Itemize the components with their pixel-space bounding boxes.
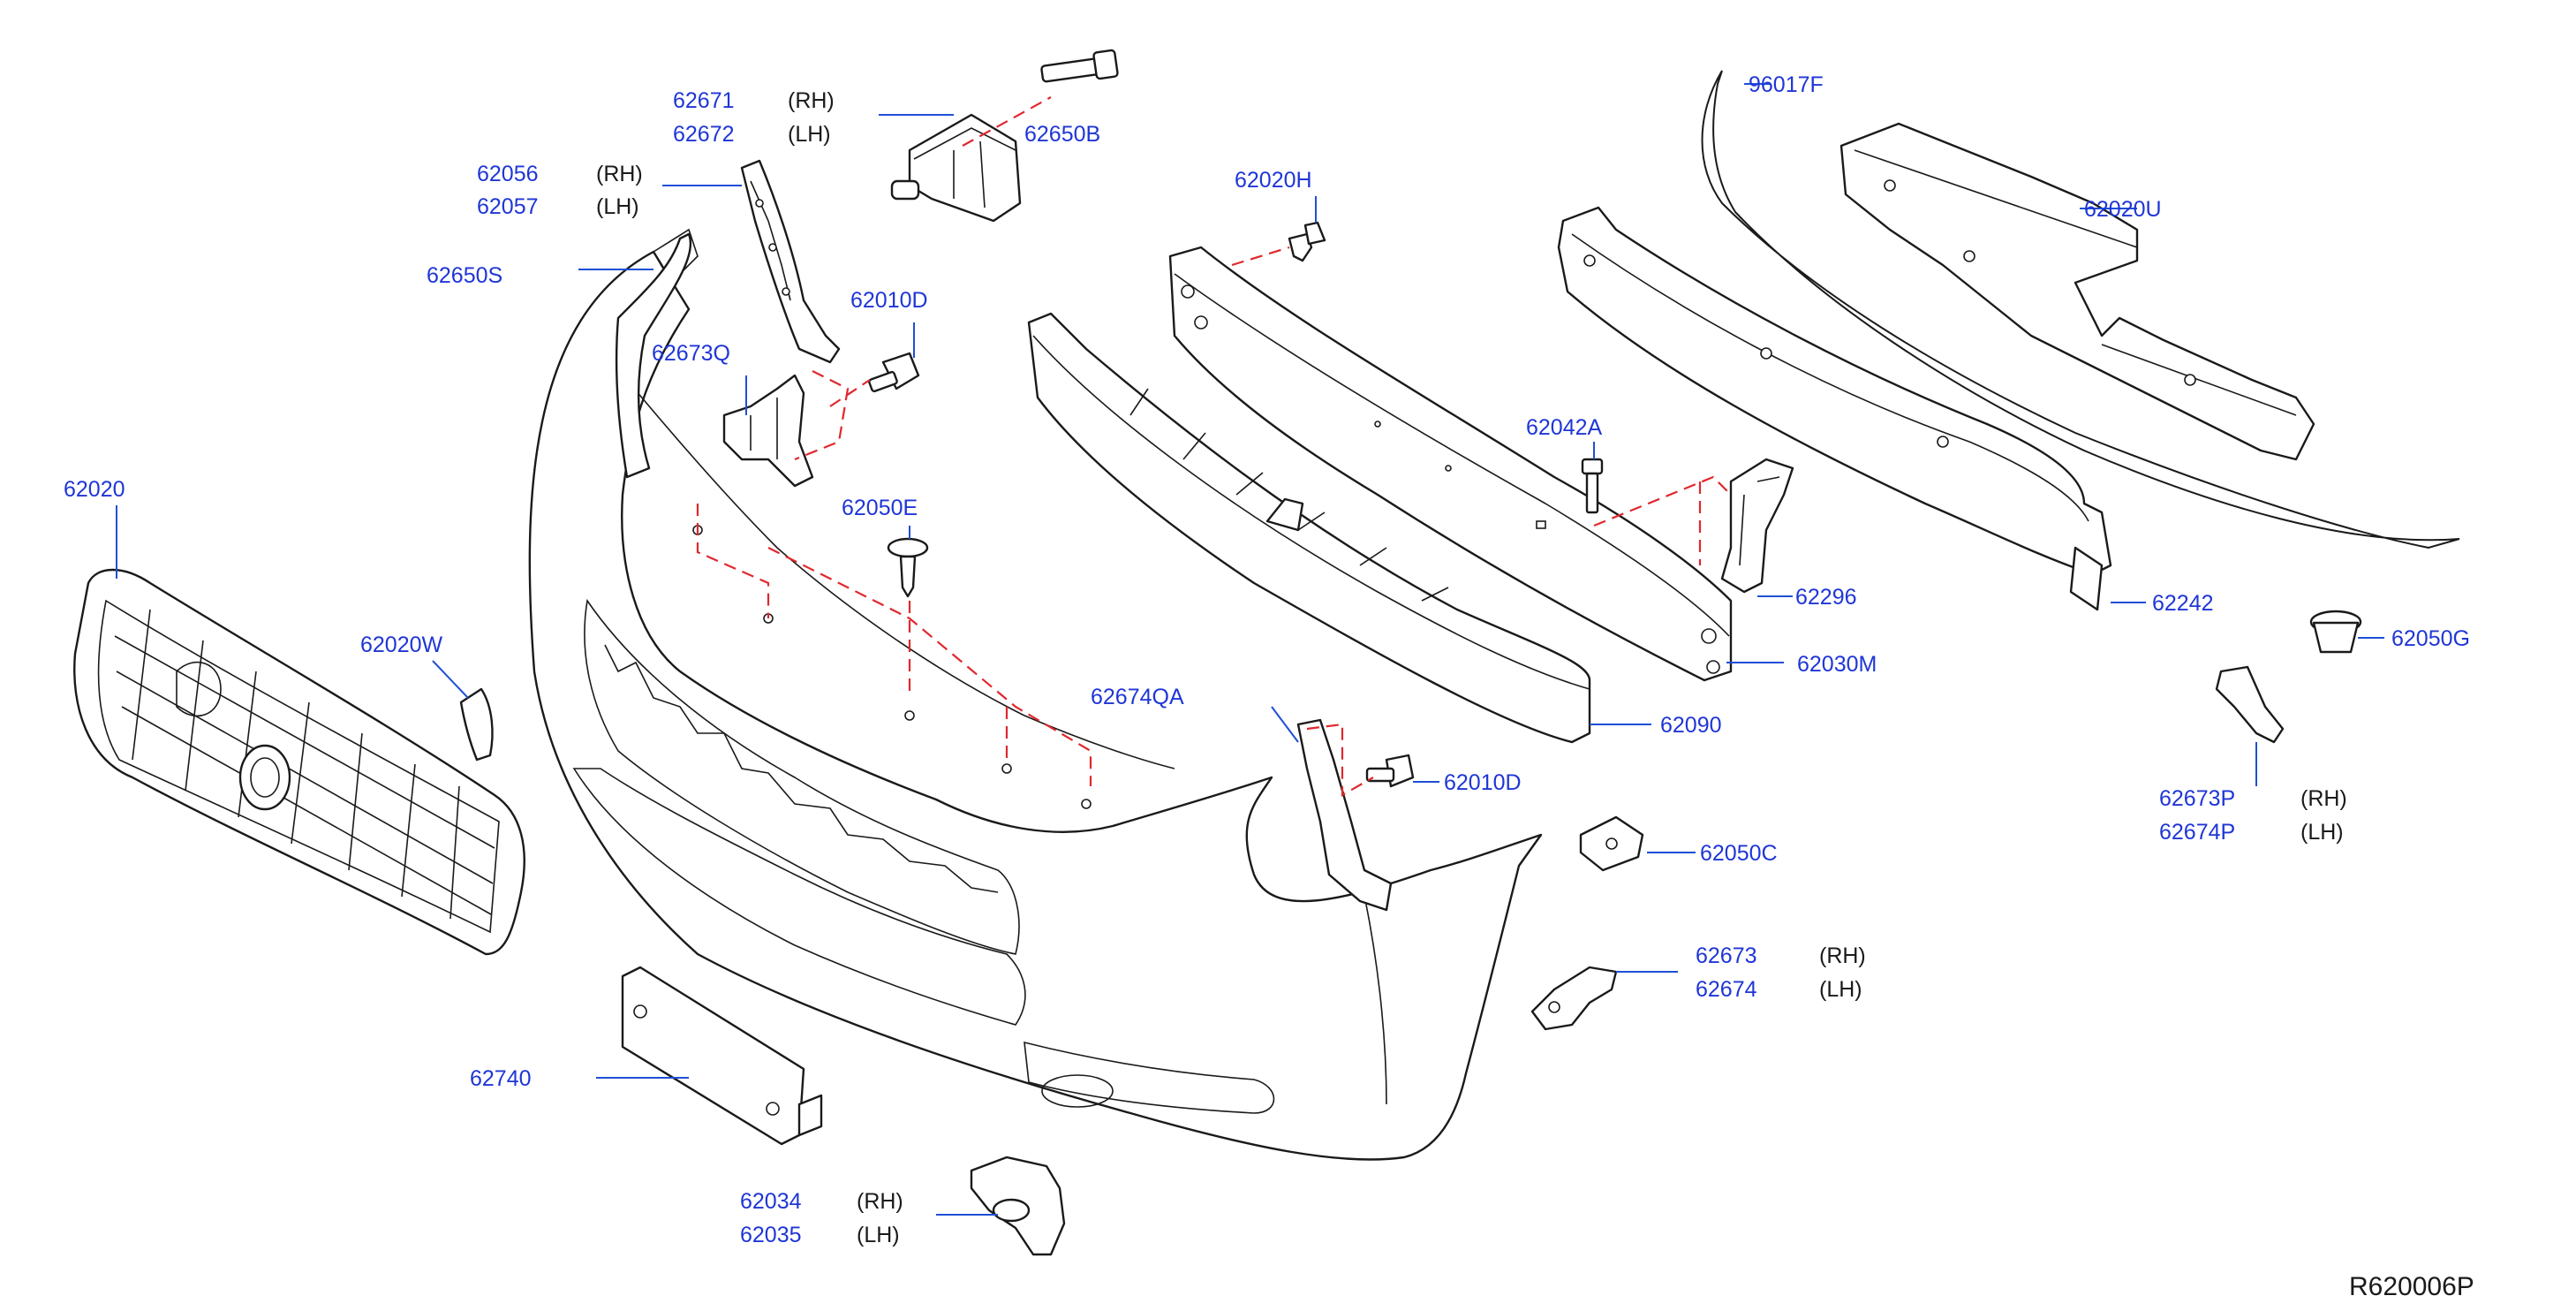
side-bracket-62056 [740, 159, 841, 364]
label-62673P: 62673P [2159, 786, 2235, 811]
label-62057-side: (LH) [596, 194, 639, 219]
leader-lines [116, 83, 2384, 1216]
part-labels: 62671 (RH) 62672 (LH) 62650B 62056 (RH) … [64, 72, 2474, 1301]
label-62673Q: 62673Q [652, 341, 730, 366]
label-62042A: 62042A [1526, 415, 1603, 440]
label-62673-side: (RH) [1819, 943, 1866, 968]
label-62740: 62740 [470, 1066, 532, 1091]
label-62020U: 62020U [2084, 197, 2162, 222]
nut-62050C [1579, 815, 1644, 872]
bolt-62010D-top [868, 352, 920, 393]
diagram-code: R620006P [2349, 1272, 2474, 1301]
label-62242: 62242 [2152, 591, 2214, 616]
label-62035-side: (LH) [857, 1223, 900, 1247]
bolt-62042A [1581, 458, 1604, 514]
front-bumper-fascia [528, 228, 1543, 1161]
side-spacer-62650S [615, 232, 692, 479]
stay-62242 [1557, 206, 2112, 611]
clip-62050E [887, 537, 929, 598]
label-62034: 62034 [740, 1189, 802, 1214]
bracket-62673Q [722, 374, 814, 488]
label-62672: 62672 [673, 122, 735, 147]
label-62010D-bottom: 62010D [1444, 770, 1522, 795]
bracket-62674QA [1296, 718, 1393, 912]
label-62050E: 62050E [842, 496, 918, 520]
undercover-62020U [1839, 122, 2315, 461]
label-62010D-top: 62010D [850, 288, 928, 313]
seal-96017F [1701, 70, 2460, 549]
label-96017F: 96017F [1749, 72, 1824, 97]
bolt-62010D-bottom [1365, 754, 1415, 788]
label-62673: 62673 [1696, 943, 1757, 968]
sensor-bracket-62671 [890, 113, 1022, 223]
label-62673P-side: (RH) [2300, 786, 2347, 811]
reinforcement-62030M [1168, 246, 1733, 682]
clip-62020H [1288, 221, 1326, 262]
label-62674P-side: (LH) [2300, 820, 2344, 845]
label-62650B: 62650B [1024, 122, 1100, 147]
label-62674: 62674 [1696, 977, 1757, 1002]
label-62030M: 62030M [1797, 652, 1877, 677]
label-62020: 62020 [64, 477, 125, 502]
energy-absorber-62090 [1027, 312, 1591, 744]
label-62050G: 62050G [2391, 626, 2470, 651]
label-62050C: 62050C [1700, 841, 1778, 866]
label-62650S: 62650S [427, 263, 502, 288]
label-62090: 62090 [1660, 713, 1722, 738]
label-62057: 62057 [477, 194, 539, 219]
label-62035: 62035 [740, 1223, 802, 1247]
license-bracket-62740 [621, 966, 823, 1146]
bolt-62650B [1040, 49, 1119, 83]
label-62296: 62296 [1795, 585, 1857, 610]
label-62674-side: (LH) [1819, 977, 1862, 1002]
label-62671-side: (RH) [788, 88, 835, 113]
clip-62050G [2309, 610, 2362, 654]
label-62674P: 62674P [2159, 820, 2235, 845]
label-62056: 62056 [477, 162, 539, 186]
assembly-lines [696, 96, 1732, 797]
label-62020W: 62020W [360, 633, 443, 657]
emblem-clip-62020W [459, 687, 494, 762]
fog-lamp-bracket-62034 [970, 1156, 1066, 1256]
label-62671: 62671 [673, 88, 735, 113]
label-62056-side: (RH) [596, 162, 643, 186]
label-62034-side: (RH) [857, 1189, 903, 1214]
bracket-62673 [1530, 966, 1618, 1031]
bracket-62673P [2215, 665, 2285, 744]
bracket-62296 [1720, 458, 1794, 594]
front-grille [73, 568, 525, 956]
label-62674QA: 62674QA [1091, 685, 1184, 709]
label-62020H: 62020H [1235, 168, 1312, 193]
label-62672-side: (LH) [788, 122, 831, 147]
